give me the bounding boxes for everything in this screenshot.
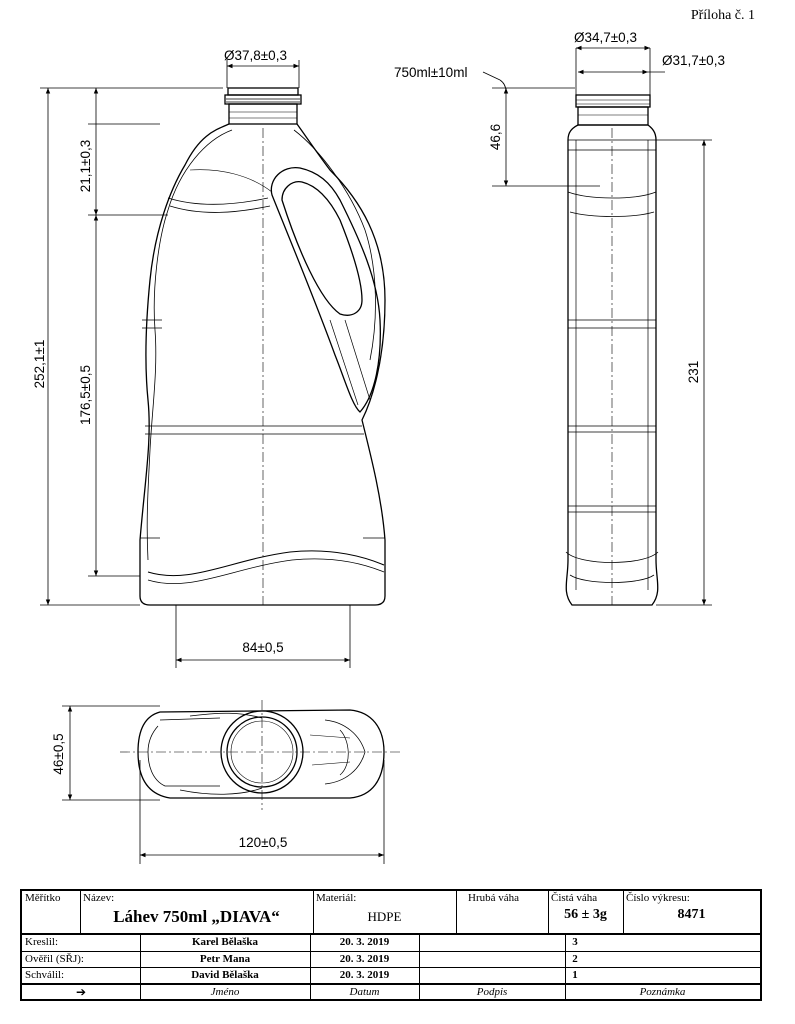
side-dimensions xyxy=(482,45,712,606)
material-value: HDPE xyxy=(367,909,402,924)
handle-outer xyxy=(270,167,381,413)
dim-side-height: 231 xyxy=(686,361,701,384)
drawing-number-value: 8471 xyxy=(677,907,706,922)
top-dimensions xyxy=(62,705,385,864)
dim-body-height: 176,5±0,5 xyxy=(78,365,93,425)
dim-neck-outer: Ø37,8±0,3 xyxy=(224,48,287,63)
name-cell: Název: Láhev 750ml „DIAVA“ xyxy=(80,891,313,933)
net-weight-value: 56 ± 3g xyxy=(564,907,607,922)
bottle-drawing: Ø37,8±0,3 252,1±1 21,1±0,3 176,5±0,5 84±… xyxy=(32,30,725,864)
note-drawn: 3 xyxy=(572,936,578,948)
footer-name: Jméno xyxy=(210,986,240,998)
annex-label: Příloha č. 1 xyxy=(690,8,755,23)
dim-length-top: 120±0,5 xyxy=(239,835,288,850)
dim-depth-top: 46±0,5 xyxy=(51,733,66,774)
top-view xyxy=(120,700,400,810)
material-cell: Materiál: HDPE xyxy=(313,891,456,933)
footer-arrow-icon: ➔ xyxy=(75,985,87,999)
name-label: Název: xyxy=(83,892,115,904)
date-drawn: 20. 3. 2019 xyxy=(339,936,390,948)
net-weight-label: Čistá váha xyxy=(551,892,598,904)
dim-side-neck-inner: Ø31,7±0,3 xyxy=(662,53,725,68)
side-neck xyxy=(577,106,649,126)
gross-weight-cell: Hrubá váha xyxy=(456,891,548,933)
side-thread xyxy=(575,94,651,108)
scale-cell: Měřítko xyxy=(22,891,80,933)
name-checked: Petr Mana xyxy=(199,953,251,965)
name-approved: David Bělaška xyxy=(191,969,259,981)
note-approved: 1 xyxy=(572,969,578,981)
side-outline xyxy=(565,124,659,606)
gross-weight-label: Hrubá váha xyxy=(468,892,520,904)
side-view xyxy=(565,94,659,606)
name-drawn: Karel Bělaška xyxy=(191,936,259,948)
drawing-number-label: Číslo výkresu: xyxy=(626,892,690,904)
dim-neck-height: 21,1±0,3 xyxy=(78,140,93,192)
net-weight-cell: Čistá váha 56 ± 3g xyxy=(548,891,623,933)
footer-date: Datum xyxy=(349,986,380,998)
drawing-number-cell: Číslo výkresu: 8471 xyxy=(623,891,760,933)
handle-hole xyxy=(281,181,363,316)
dim-fill-level: 46,6 xyxy=(488,124,503,150)
role-drawn: Kreslil: xyxy=(25,936,58,948)
scale-label: Měřítko xyxy=(25,892,61,904)
footer-signature: Podpis xyxy=(476,986,508,998)
title-block: Měřítko Název: Láhev 750ml „DIAVA“ Mater… xyxy=(20,889,762,1001)
front-view xyxy=(139,87,386,606)
cap-thread-top xyxy=(227,87,299,96)
cap-thread-ring xyxy=(224,94,302,105)
dim-volume: 750ml±10ml xyxy=(394,65,467,80)
dim-total-height: 252,1±1 xyxy=(32,340,47,389)
date-checked: 20. 3. 2019 xyxy=(339,953,390,965)
date-approved: 20. 3. 2019 xyxy=(339,969,390,981)
bottle-outline xyxy=(139,123,386,606)
role-approved: Schválil: xyxy=(25,969,65,981)
footer-note: Poznámka xyxy=(639,986,686,998)
top-outline xyxy=(137,709,385,799)
material-label: Materiál: xyxy=(316,892,357,904)
front-dimensions xyxy=(40,60,351,668)
dim-width-front: 84±0,5 xyxy=(242,640,283,655)
role-checked: Ověřil (SŘJ): xyxy=(25,953,84,965)
name-value: Láhev 750ml „DIAVA“ xyxy=(113,907,280,926)
note-checked: 2 xyxy=(572,953,578,965)
dim-side-neck-outer: Ø34,7±0,3 xyxy=(574,30,637,45)
neck xyxy=(228,103,298,125)
